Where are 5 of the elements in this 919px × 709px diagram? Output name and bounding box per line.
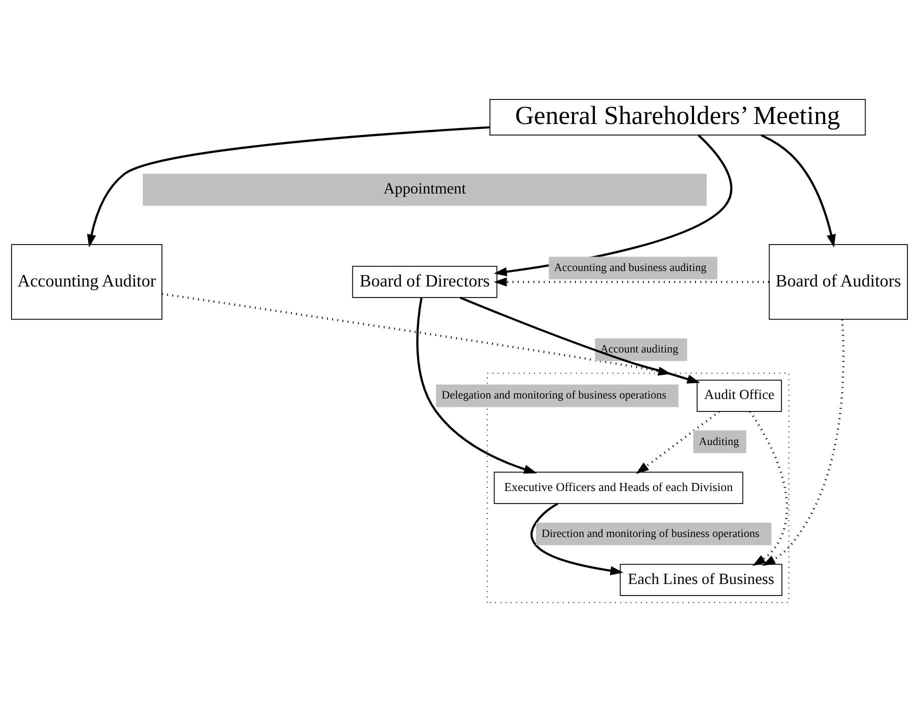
edge-label: Auditing (698, 436, 740, 448)
edge-label: Delegation and monitoring of business operations (442, 390, 666, 402)
edge-label: Account auditing (600, 344, 678, 356)
edge-label: Direction and monitoring of business operations (542, 528, 760, 540)
edge-label: Accounting and business auditing (554, 262, 707, 274)
